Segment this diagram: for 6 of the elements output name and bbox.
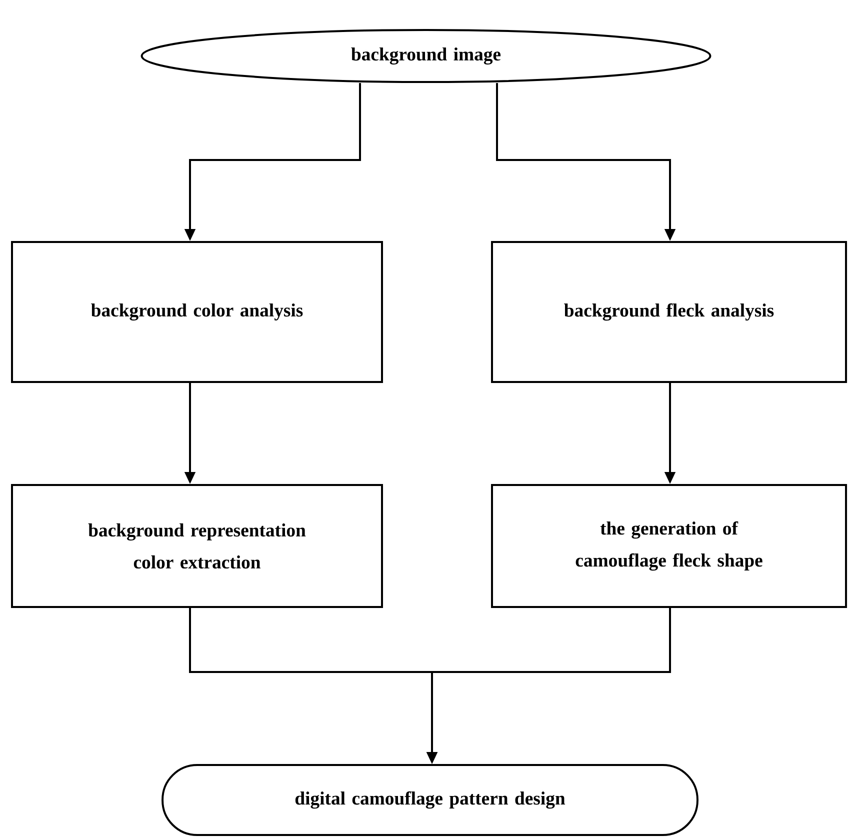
process-box: background color analysis [11, 241, 383, 383]
process-box: background fleck analysis [491, 241, 848, 383]
oval-node: background image [140, 29, 712, 83]
terminal-box: digital camouflage pattern design [162, 764, 698, 836]
process-box: the generation of camouflage fleck shape [491, 484, 848, 608]
process-box: background representation color extraction [11, 484, 383, 608]
